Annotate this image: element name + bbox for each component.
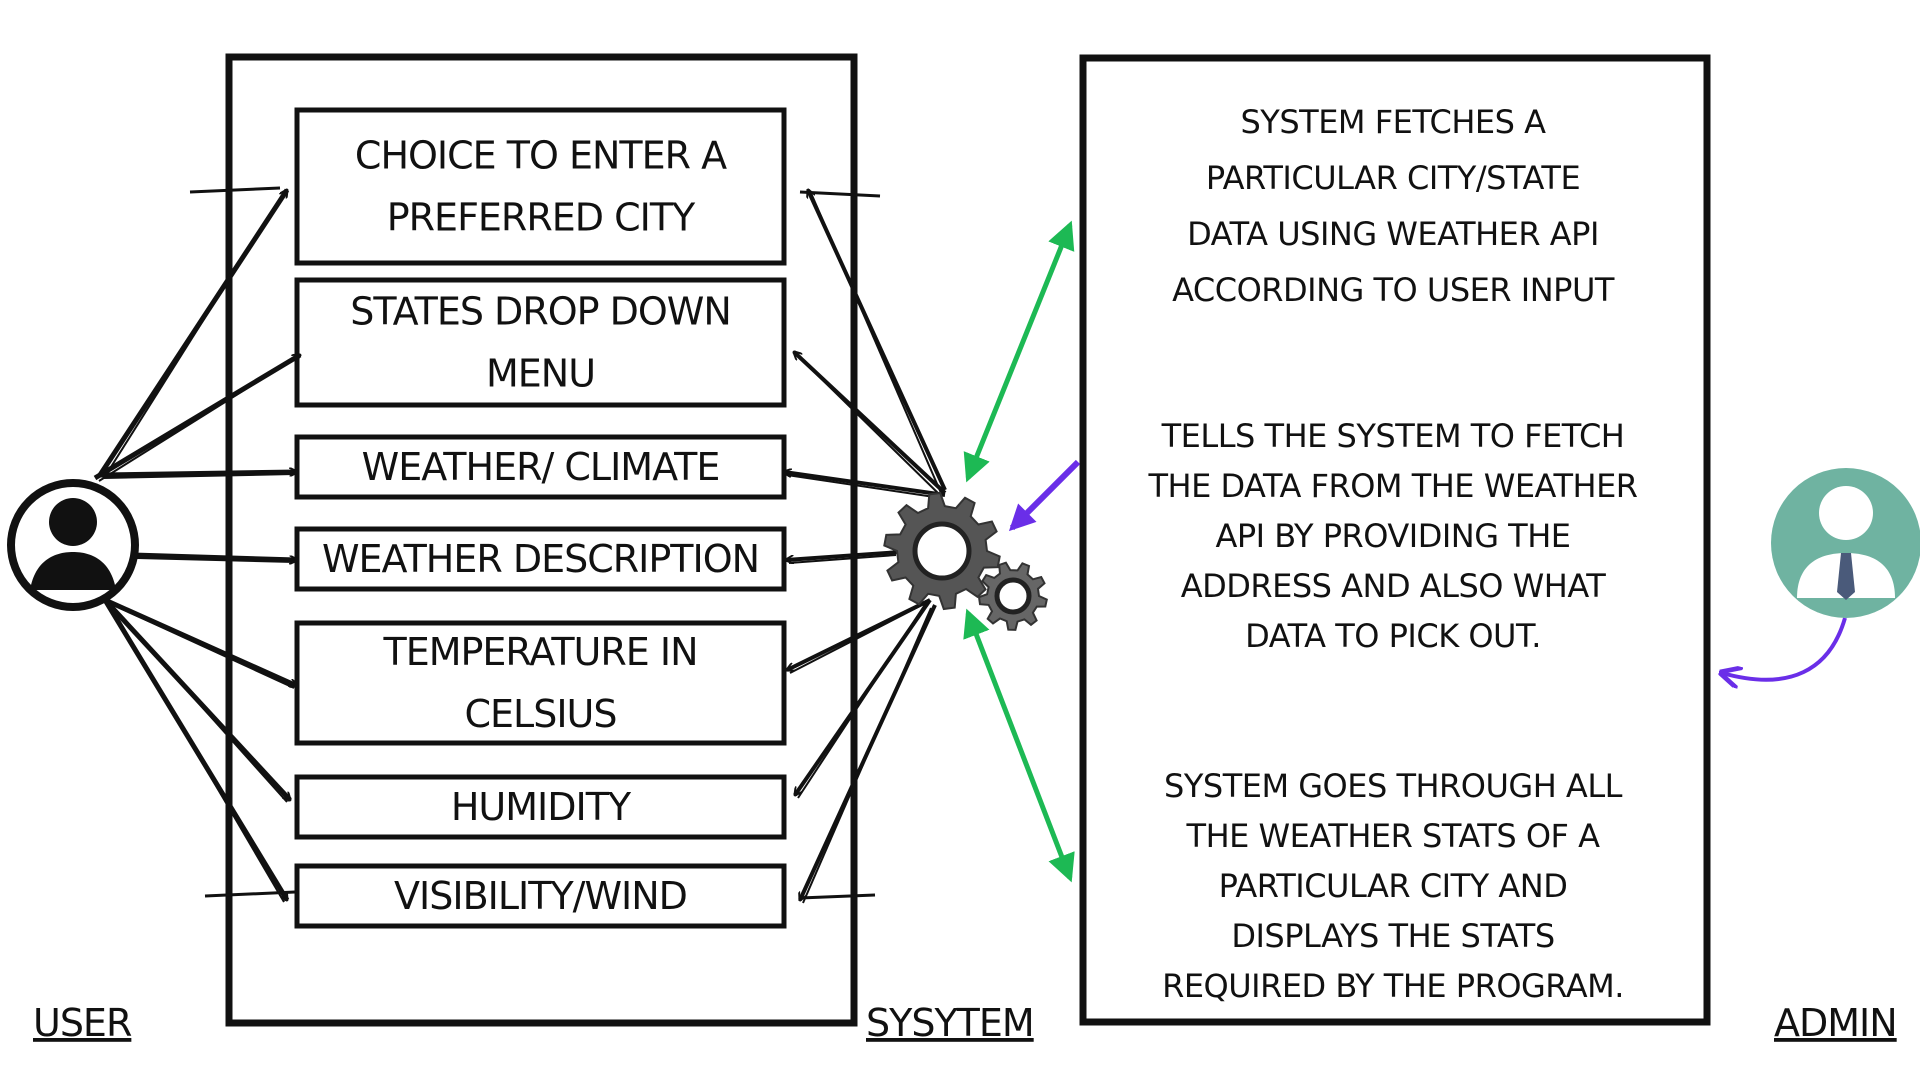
user-arrow-sketch — [108, 602, 295, 689]
feature-box: CHOICE TO ENTER A PREFERRED CITY — [294, 107, 787, 266]
system-arrows — [784, 190, 947, 904]
user-label: USER — [33, 1001, 132, 1045]
user-arrow — [103, 597, 297, 689]
user-arrows — [93, 186, 300, 903]
system-note-line: REQUIRED BY THE PROGRAM. — [1162, 967, 1624, 1005]
user-arrow — [99, 472, 297, 478]
system-arrow-sketch — [789, 602, 927, 674]
system-boundary — [225, 53, 858, 1027]
feature-boxes: CHOICE TO ENTER A PREFERRED CITY STATES DR… — [294, 107, 787, 929]
feature-box-border — [294, 107, 787, 266]
system-arrow-sketch — [802, 607, 932, 904]
system-arrow — [784, 472, 946, 497]
system-note-line: ACCORDING TO USER INPUT — [1172, 271, 1615, 309]
feature-label: WEATHER/ CLIMATE — [362, 445, 720, 489]
user-arrow-sketch — [136, 557, 295, 563]
feature-box: HUMIDITY — [294, 774, 787, 840]
system-note-line: PARTICULAR CITY AND — [1219, 867, 1568, 905]
feature-label: PREFERRED CITY — [387, 196, 696, 240]
system-note-line: DATA USING WEATHER API — [1187, 215, 1599, 253]
system-arrow-tail — [799, 893, 876, 900]
system-note-line: SYSTEM FETCHES A — [1240, 103, 1546, 141]
system-note-line: THE WEATHER STATS OF A — [1186, 817, 1601, 855]
user-arrow-sketch — [108, 602, 285, 903]
feature-label: HUMIDITY — [451, 785, 632, 829]
system-note-line: SYSTEM GOES THROUGH ALL — [1164, 767, 1623, 805]
gear-hole — [912, 521, 972, 581]
feature-label: WEATHER DESCRIPTION — [322, 537, 759, 581]
user-arrow — [132, 552, 297, 560]
admin-label: ADMIN — [1774, 1001, 1897, 1045]
system-note-line: TELLS THE SYSTEM TO FETCH — [1161, 417, 1625, 455]
feature-label: MENU — [486, 352, 595, 396]
system-arrow-sketch — [810, 192, 942, 494]
system-note-line: ADDRESS AND ALSO WHAT — [1181, 567, 1607, 605]
gear-hole — [994, 577, 1032, 615]
system-label: SYSYTEM — [866, 1001, 1034, 1045]
purple-arrow-to-gear — [1008, 459, 1081, 532]
feature-box-border — [294, 277, 787, 408]
system-notes: SYSTEM FETCHES A PARTICULAR CITY/STATE DAT… — [1147, 103, 1638, 1005]
feature-box-border — [294, 774, 787, 840]
system-arrow-tail — [799, 190, 881, 198]
feature-box-border — [294, 434, 787, 500]
user-arrow-sketch — [103, 191, 285, 479]
user-arrow-sketch — [98, 356, 298, 482]
system-note-line: DATA TO PICK OUT. — [1245, 617, 1541, 655]
purple-arrow-from-admin — [1722, 617, 1847, 680]
feature-box: STATES DROP DOWN MENU — [294, 277, 787, 408]
system-arrow-sketch — [797, 602, 927, 799]
system-arrow — [787, 598, 931, 672]
feature-label: TEMPERATURE IN — [383, 630, 698, 674]
feature-box: TEMPERATURE IN CELSIUS — [294, 620, 787, 746]
user-arrow-sketch — [103, 473, 295, 479]
system-arrow-sketch — [796, 354, 942, 497]
user-circle-icon — [7, 479, 139, 611]
feature-label: CELSIUS — [465, 692, 617, 736]
feature-box: WEATHER/ CLIMATE — [294, 434, 787, 500]
system-notes-panel — [1079, 54, 1711, 1026]
user-arrow-tail — [204, 890, 296, 898]
feature-box: VISIBILITY/WIND — [294, 863, 787, 929]
green-arrow-top — [963, 220, 1075, 483]
green-arrow-bottom — [963, 608, 1075, 883]
user-arrow-tail — [189, 186, 281, 194]
system-arrow-sketch — [786, 474, 942, 499]
system-note-line: PARTICULAR CITY/STATE — [1206, 159, 1580, 197]
gears-icon — [883, 491, 1048, 631]
admin-avatar-icon — [1771, 468, 1920, 618]
system-note-line: THE DATA FROM THE WEATHER — [1147, 467, 1637, 505]
system-note-line: DISPLAYS THE STATS — [1231, 917, 1554, 955]
system-arrow — [786, 550, 901, 560]
user-arrow-sketch — [108, 602, 288, 803]
feature-label: CHOICE TO ENTER A — [355, 134, 727, 178]
feature-label: STATES DROP DOWN — [350, 290, 731, 334]
feature-box: WEATHER DESCRIPTION — [294, 526, 787, 592]
system-note-line: API BY PROVIDING THE — [1215, 517, 1570, 555]
feature-label: VISIBILITY/WIND — [394, 874, 687, 918]
system-arrow-sketch — [788, 554, 897, 564]
feature-box-border — [294, 863, 787, 929]
